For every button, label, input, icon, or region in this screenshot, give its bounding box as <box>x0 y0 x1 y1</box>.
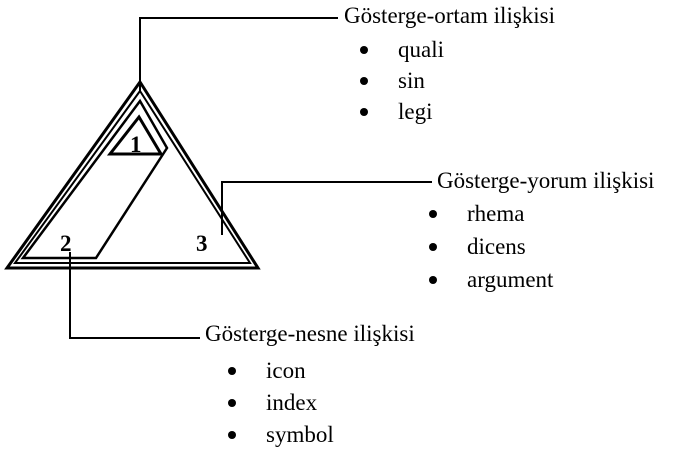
connector-nesne <box>69 252 200 339</box>
outer-triangle-line-1 <box>4 79 261 270</box>
yorum-heading: Gösterge-yorum ilişkisi <box>437 168 655 193</box>
bullet-icon <box>228 367 236 375</box>
region-number-3: 3 <box>196 231 208 256</box>
bullet-icon <box>228 431 236 439</box>
bullet-icon <box>228 399 236 407</box>
list-item-label: rhema <box>467 201 525 226</box>
list-item-label: legi <box>398 99 433 124</box>
region-1-outline <box>106 114 164 156</box>
connector-yorum <box>221 181 432 235</box>
list-item-label: dicens <box>467 234 526 259</box>
bullet-icon <box>429 276 437 284</box>
region-number-1: 1 <box>130 132 142 157</box>
region-number-2: 2 <box>60 231 72 256</box>
outer-triangle-line-2 <box>13 89 252 264</box>
list-item-label: icon <box>266 358 306 383</box>
list-item-label: argument <box>467 267 554 292</box>
region-2-outline <box>20 98 169 260</box>
bullet-icon <box>429 210 437 218</box>
list-item-label: symbol <box>266 422 334 447</box>
nesne-heading: Gösterge-nesne ilişkisi <box>205 321 415 346</box>
bullet-icon <box>360 77 368 85</box>
list-item-label: index <box>266 390 318 415</box>
bullet-icon <box>429 243 437 251</box>
connector-ortam <box>139 17 338 91</box>
bullet-icon <box>360 108 368 116</box>
ortam-heading: Gösterge-ortam ilişkisi <box>344 3 556 28</box>
bullet-icon <box>360 46 368 54</box>
list-item-label: sin <box>398 68 425 93</box>
list-item-label: quali <box>398 37 444 62</box>
